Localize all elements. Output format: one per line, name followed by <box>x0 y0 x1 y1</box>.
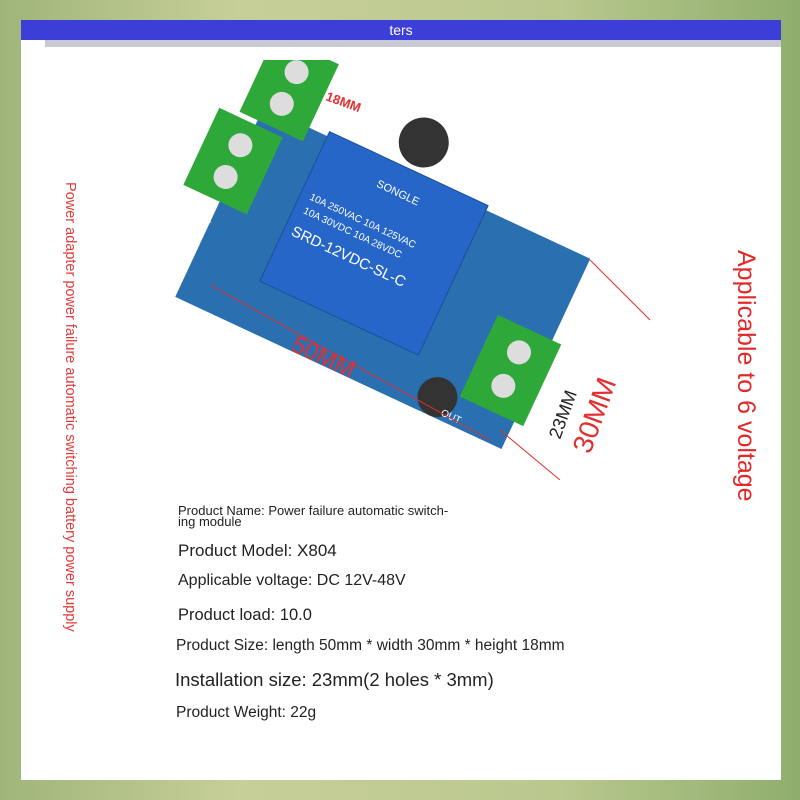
screw-icon <box>506 340 531 365</box>
spec-voltage: Applicable voltage: DC 12V-48V <box>178 572 406 589</box>
bat-label: BAT- <box>190 209 214 228</box>
spec-install: Installation size: 23mm(2 holes * 3mm) <box>175 669 494 690</box>
spec-load: Product load: 10.0 <box>178 606 312 624</box>
relay <box>259 130 489 356</box>
screw-icon <box>269 91 294 116</box>
terminal-block <box>459 314 562 427</box>
terminal-block <box>183 107 283 215</box>
voltage-note: Applicable to 6 voltage <box>732 250 760 502</box>
spec-model: Product Model: X804 <box>178 541 337 560</box>
module-illustration: SONGLE 10A 250VAC 10A 125VAC 10A 30VDC 1… <box>175 60 651 480</box>
dim-line <box>589 259 651 321</box>
capacitor <box>398 117 449 168</box>
screw-icon <box>284 60 309 85</box>
spec-name-line1: Product Name: Power failure automatic sw… <box>178 503 449 518</box>
dim-width: 30MM <box>567 373 623 457</box>
screw-icon <box>213 164 238 189</box>
screw-icon <box>228 133 253 158</box>
dim-height: 18MM <box>324 89 363 115</box>
side-description: Power adapter power failure automatic sw… <box>62 182 78 632</box>
terminal-block <box>239 60 339 142</box>
screw-icon <box>491 373 516 398</box>
header-bar: ters <box>21 20 781 40</box>
capacitor <box>417 377 458 418</box>
spec-weight: Product Weight: 22g <box>176 704 317 721</box>
spec-name: Product Name: Power failure automatic sw… <box>178 503 449 529</box>
product-panel <box>21 30 781 780</box>
spec-size: Product Size: length 50mm * width 30mm *… <box>176 637 565 654</box>
spec-name-line2: ing module <box>178 514 242 529</box>
divider <box>45 40 781 47</box>
dim-line <box>209 284 491 441</box>
dim-line <box>499 429 561 480</box>
